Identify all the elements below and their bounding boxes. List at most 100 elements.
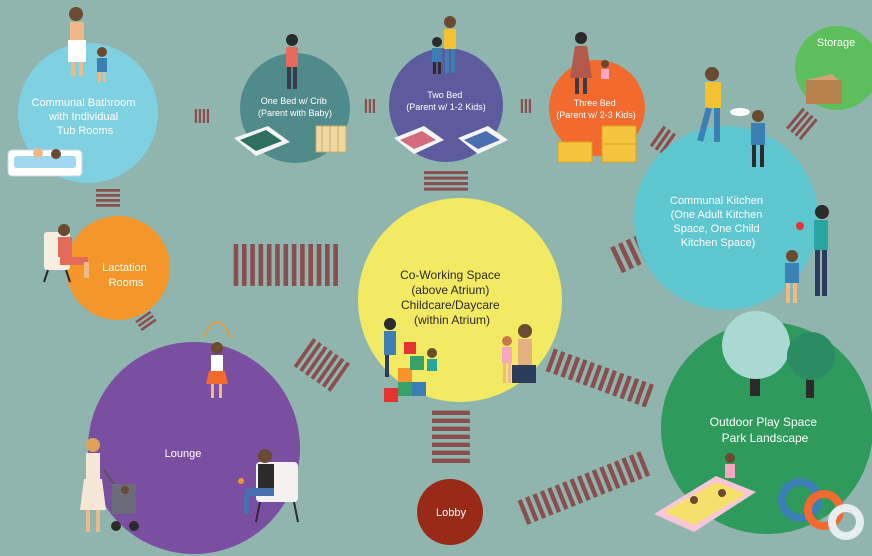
connector-stripe [275, 244, 280, 286]
connector-stripe [606, 463, 621, 489]
room-label-communal-bathroom: Communal Bathroom with Individual Tub Ro… [32, 97, 139, 137]
room-lactation: Lactation Rooms [43, 216, 170, 320]
connector-stripe [619, 375, 632, 400]
tree-icon [722, 311, 835, 398]
room-label-lounge: Lounge [165, 448, 202, 460]
connector-stripe [310, 349, 334, 380]
connector-stripe [562, 481, 576, 507]
box-icon [806, 74, 842, 104]
connector-stripe [612, 372, 625, 397]
connector-stripe [604, 369, 618, 394]
jump-rope-child-icon [202, 321, 232, 398]
connector-stripe [786, 107, 806, 130]
connector-coworking-outdoor [545, 348, 654, 408]
connector-stripe [621, 457, 636, 483]
connector-stripe [532, 493, 547, 519]
connector-stripe [266, 244, 272, 286]
adult-with-child-icon [785, 205, 829, 303]
connector-stripe [372, 99, 375, 113]
connector-stripe [283, 244, 289, 286]
connector-stripe [308, 244, 313, 286]
room-storage: Storage [795, 26, 872, 110]
room-label-lactation: Lactation Rooms [102, 262, 150, 289]
connector-stripe [432, 426, 470, 431]
room-circle-lobby [417, 479, 483, 545]
room-label-lobby: Lobby [436, 507, 466, 519]
room-lobby: Lobby [417, 479, 483, 545]
connector-stripe [582, 361, 595, 386]
room-label-two-bed: Two Bed (Parent w/ 1-2 Kids) [406, 90, 486, 112]
connector-stripe [524, 99, 527, 113]
connector-lactation-coworking [233, 244, 338, 286]
connectors [96, 99, 818, 525]
parent-with-child-icon [502, 324, 536, 383]
room-label-one-bed: One Bed w/ Crib (Parent with Baby) [258, 96, 332, 118]
connector-stripe [432, 418, 470, 423]
person-icon [68, 7, 86, 76]
connector-stripe [424, 171, 468, 175]
connector-twobed-threebed [520, 99, 531, 113]
connector-stripe [321, 357, 345, 388]
connector-stripe [241, 244, 247, 286]
room-communal-kitchen: Communal Kitchen (One Adult Kitchen Spac… [634, 67, 829, 310]
connector-stripe [424, 187, 468, 191]
building-blocks-icon [384, 342, 426, 402]
room-label-three-bed: Three Bed (Parent w/ 2-3 Kids) [556, 98, 636, 120]
connector-stripe [432, 410, 470, 415]
connector-stripe [599, 466, 613, 492]
connector-stripe [137, 314, 155, 328]
connector-stripe [432, 442, 470, 447]
connector-stripe [589, 364, 603, 389]
connector-stripe [291, 244, 297, 286]
sandbox-icon [654, 453, 756, 532]
connector-stripe [250, 244, 255, 286]
connector-stripe [524, 496, 539, 522]
adult-cooking-icon [697, 67, 750, 142]
connector-stripe [233, 244, 239, 286]
connector-stripe [641, 383, 654, 408]
connector-stripe [520, 99, 523, 113]
connector-stripe [140, 318, 157, 331]
connector-stripe [96, 204, 120, 207]
connector-lactation-lounge [135, 310, 157, 331]
room-coworking: Co-Working Space (above Atrium) Childcar… [358, 198, 562, 402]
connector-stripe [293, 338, 317, 369]
connector-stripe [96, 189, 120, 192]
bed-icon [394, 126, 508, 154]
connector-stripe [636, 451, 651, 477]
connector-stripe [617, 242, 634, 270]
connector-stripe [424, 182, 468, 186]
connector-stripe [432, 450, 470, 455]
connector-stripe [194, 109, 197, 123]
connector-bathroom-onebed [194, 109, 209, 123]
toddler-icon [427, 348, 437, 371]
connector-stripe [539, 490, 554, 516]
connector-stripe [790, 111, 810, 134]
connector-stripe [625, 238, 642, 266]
connector-stripe [528, 99, 531, 113]
child-icon [97, 47, 107, 82]
connector-coworking-lobby [432, 410, 470, 463]
connector-stripe [517, 499, 532, 525]
connector-stripe [575, 359, 588, 384]
connector-stripe [634, 380, 647, 405]
nursing-mother-icon [43, 224, 89, 283]
connector-stripe [610, 245, 627, 274]
child-icon [751, 110, 765, 167]
connector-stripe [613, 460, 628, 486]
connector-stripe [654, 129, 672, 151]
connector-stripe [304, 345, 328, 376]
connector-stripe [626, 378, 640, 403]
connector-stripe [554, 484, 569, 510]
connector-stripe [547, 487, 562, 513]
connector-onebed-twobed [364, 99, 375, 113]
connector-stripe [96, 194, 120, 197]
connector-stripe [202, 109, 205, 123]
connector-stripe [258, 244, 264, 286]
room-circle-communal-kitchen [634, 126, 818, 310]
connector-stripe [798, 118, 818, 141]
connector-bathroom-lactation [96, 189, 120, 207]
room-two-bed: Two Bed (Parent w/ 1-2 Kids) [389, 16, 508, 162]
room-circle-lactation [66, 216, 170, 320]
connector-stripe [368, 99, 371, 113]
